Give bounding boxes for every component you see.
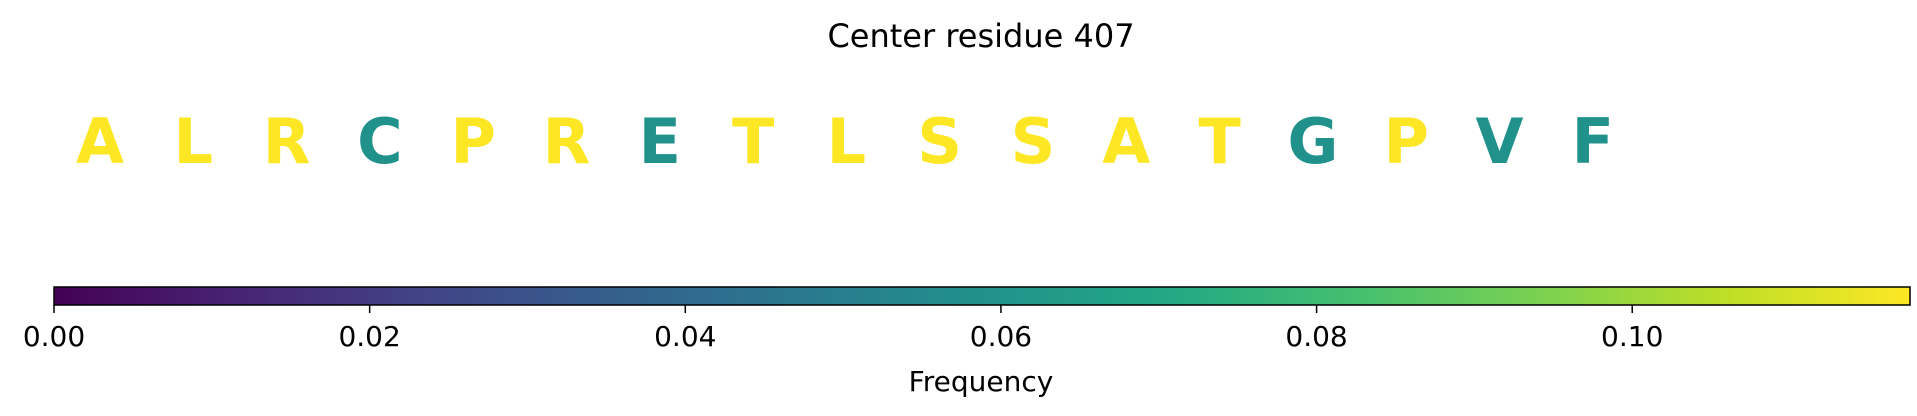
colorbar-tick-label: 0.06 [970,320,1032,353]
residue-letter: S [1011,105,1056,178]
colorbar-tick-label: 0.04 [654,320,716,353]
residue-letter: P [1383,105,1428,178]
colorbar-tick-label: 0.08 [1285,320,1347,353]
residue-letter: G [1287,105,1338,178]
residue-letter: A [1102,105,1150,178]
colorbar-label: Frequency [909,365,1054,398]
chart-title: Center residue 407 [827,17,1134,55]
residue-letter: T [1198,105,1240,178]
colorbar-tick-label: 0.10 [1601,320,1663,353]
residue-letter: V [1476,105,1524,178]
colorbar [53,286,1911,306]
residue-letter: C [357,105,403,178]
colorbar-ticks: 0.00 0.02 0.04 0.06 0.08 0.10 [23,305,1663,353]
residue-letter: E [639,105,681,178]
colorbar-tick-label: 0.02 [338,320,400,353]
residue-letter: R [263,105,311,178]
residue-letter: A [76,105,124,178]
residue-letter: S [917,105,962,178]
residue-letter: L [174,105,214,178]
residue-letter: F [1572,105,1614,178]
residue-letter: P [450,105,495,178]
residue-letter: R [543,105,591,178]
residue-letter: T [732,105,774,178]
colorbar-tick-label: 0.00 [23,320,85,353]
residue-letter: L [827,105,867,178]
